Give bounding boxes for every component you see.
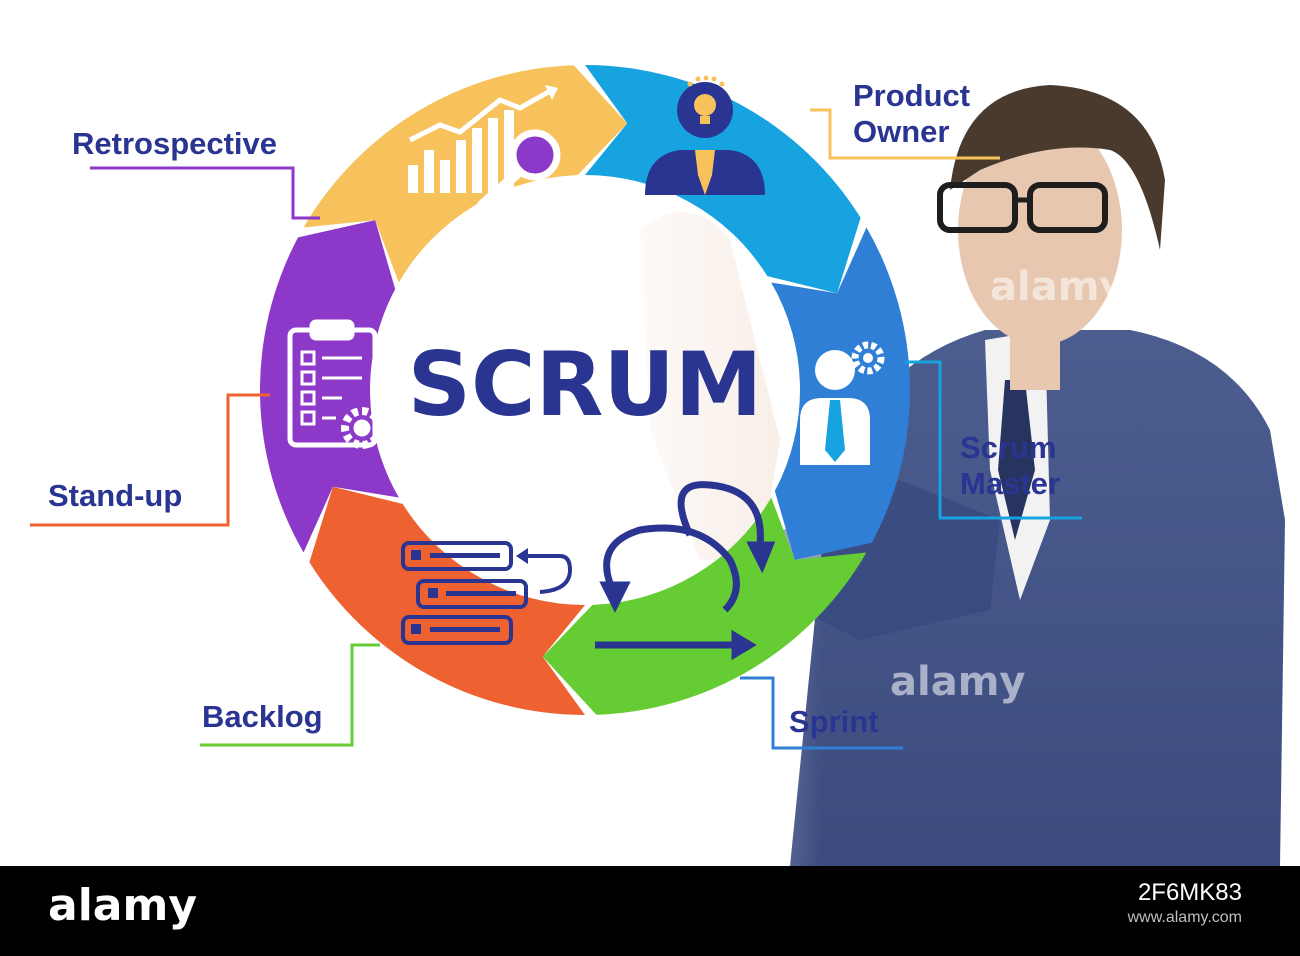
label-product-owner-line2: Owner bbox=[853, 114, 950, 149]
sprint-cycle-arrows-icon bbox=[595, 481, 776, 661]
svg-text:alamy: alamy bbox=[990, 264, 1125, 310]
label-sprint: Sprint bbox=[789, 704, 879, 739]
leader-line-stand-up bbox=[30, 393, 270, 527]
business-person-idea-icon bbox=[645, 75, 765, 195]
leader-line-retrospective bbox=[90, 166, 320, 220]
diagram-title: SCRUM bbox=[408, 333, 763, 436]
leader-line-scrum-master bbox=[905, 360, 1082, 520]
label-backlog: Backlog bbox=[202, 699, 323, 734]
label-scrum-master-line1: Scrum bbox=[960, 430, 1057, 465]
ring-segment-sprint bbox=[771, 227, 910, 560]
footer-image-id: 2F6MK83 bbox=[1137, 879, 1242, 906]
leader-lines bbox=[30, 108, 1082, 750]
leader-line-sprint bbox=[740, 676, 903, 750]
label-stand-up: Stand-up bbox=[48, 478, 183, 513]
person-gear-icon bbox=[800, 341, 885, 465]
backlog-list-icon bbox=[401, 541, 573, 645]
footer-id-block: 2F6MK83 www.alamy.com bbox=[1128, 878, 1242, 928]
leader-line-product-owner bbox=[810, 108, 1000, 160]
ring-segment-backlog bbox=[542, 497, 867, 715]
footer-url: www.alamy.com bbox=[1127, 909, 1242, 926]
ring-segment-retrospective bbox=[259, 220, 399, 553]
watermark: alamy alamy bbox=[890, 264, 1125, 705]
label-retrospective: Retrospective bbox=[72, 126, 278, 161]
clipboard-checklist-gear-icon bbox=[287, 319, 383, 449]
scrum-diagram: alamy alamy SCRUM bbox=[30, 0, 1285, 866]
leader-line-backlog bbox=[200, 643, 380, 747]
ring-segment-stand-up bbox=[309, 486, 585, 715]
footer-bar: alamy 2F6MK83 www.alamy.com bbox=[0, 866, 1300, 956]
label-product-owner-line1: Product bbox=[853, 78, 971, 113]
label-scrum-master-line2: Master bbox=[960, 466, 1060, 501]
chart-magnifier-icon bbox=[408, 85, 561, 210]
svg-text:alamy: alamy bbox=[890, 659, 1025, 705]
footer-logo: alamy bbox=[48, 880, 197, 931]
